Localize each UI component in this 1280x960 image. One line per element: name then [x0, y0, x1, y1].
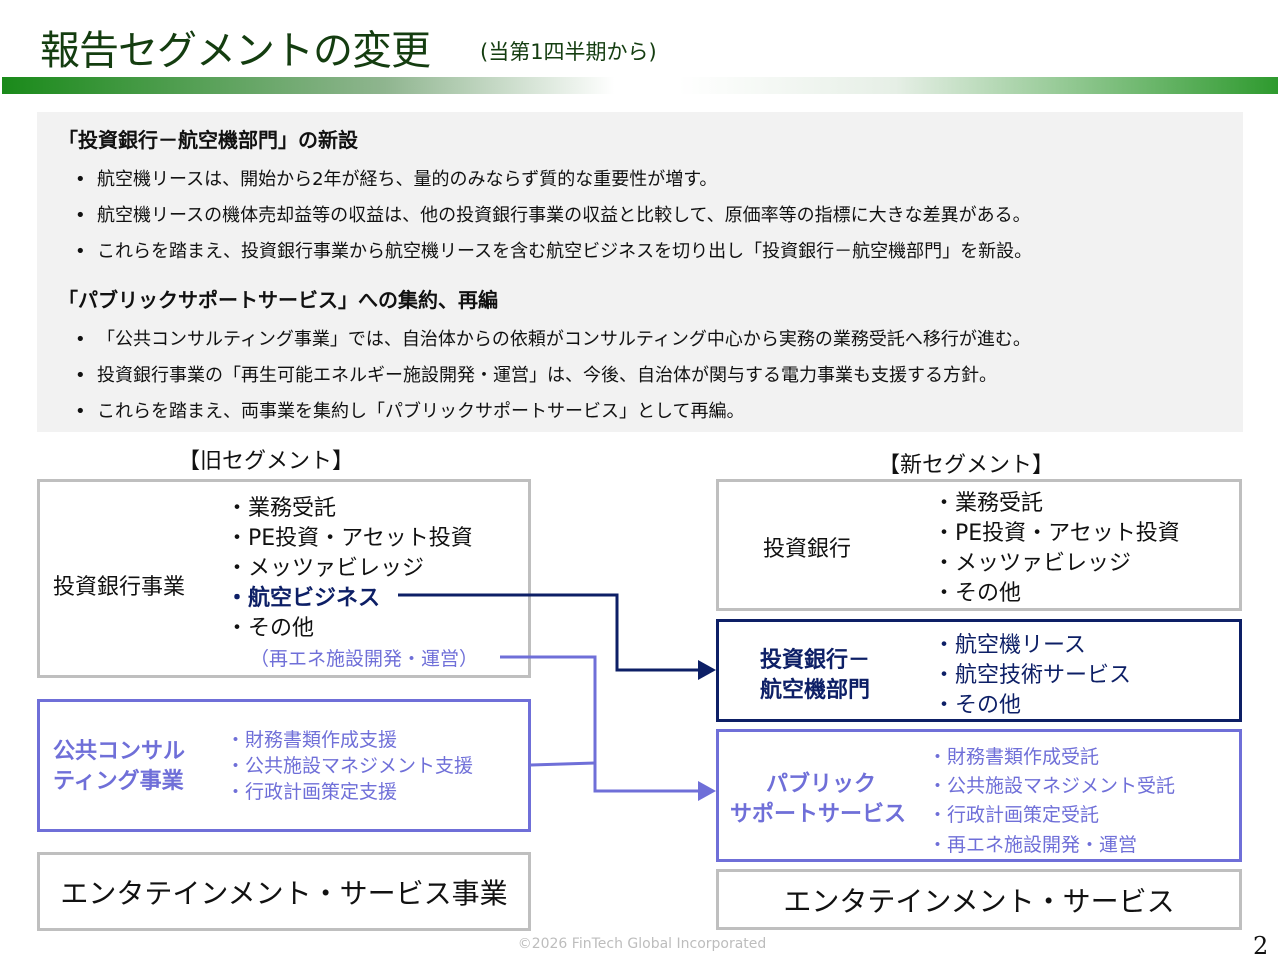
new-ib-name: 投資銀行	[763, 537, 852, 562]
new-ib-item: ・業務受託	[933, 491, 1044, 516]
page-title: 報告セグメントの変更	[40, 28, 431, 74]
old-ib-renewable: （再エネ施設開発・運営）	[250, 648, 479, 670]
section2-heading: 「パブリックサポートサービス」への集約、再編	[58, 288, 498, 312]
old-public-consulting-box	[37, 699, 531, 832]
public-consulting-connector	[530, 761, 596, 767]
new-segment-label: 【新セグメント】	[878, 453, 1055, 478]
summary-panel	[37, 112, 1243, 432]
list-item: •航空機リースは、開始から2年が経ち、量的のみならず質的な重要性が増す。	[75, 169, 718, 190]
new-air-name-2: 航空機部門	[760, 678, 871, 703]
new-pss-item: ・再エネ施設開発・運営	[928, 834, 1138, 856]
aviation-connector	[398, 593, 700, 672]
new-ib-item: ・その他	[933, 581, 1022, 606]
new-investment-banking-box	[716, 479, 1242, 611]
list-item: •これらを踏まえ、投資銀行事業から航空機リースを含む航空ビジネスを切り出し「投資…	[75, 241, 1033, 262]
aviation-arrow-icon	[698, 660, 716, 680]
new-pss-name-2: サポートサービス	[730, 802, 907, 827]
bullet-icon: •	[75, 169, 86, 190]
new-entertainment-box: エンタテインメント・サービス	[716, 869, 1242, 930]
old-segment-label: 【旧セグメント】	[178, 449, 355, 474]
renewable-connector	[500, 655, 700, 793]
old-pc-item: ・公共施設マネジメント支援	[226, 755, 474, 777]
bullet-icon: •	[75, 205, 86, 226]
old-ib-item: ・PE投資・アセット投資	[226, 526, 473, 551]
new-public-support-box	[716, 729, 1242, 862]
old-pc-name-2: ティング事業	[53, 769, 184, 794]
old-entertainment-box: エンタテインメント・サービス事業	[37, 852, 531, 931]
public-arrow-icon	[698, 781, 716, 801]
new-pss-item: ・公共施設マネジメント受託	[928, 775, 1176, 797]
new-pss-name-1: パブリック	[766, 772, 877, 797]
list-item: •これらを踏まえ、両事業を集約し「パブリックサポートサービス」として再編。	[75, 401, 745, 422]
page-subtitle: (当第1四半期から)	[480, 40, 657, 64]
bullet-icon: •	[75, 329, 86, 350]
old-pc-name-1: 公共コンサル	[53, 739, 186, 764]
old-ib-name: 投資銀行事業	[53, 575, 186, 600]
list-item: •「公共コンサルティング事業」では、自治体からの依頼がコンサルティング中心から実…	[75, 329, 1031, 350]
list-item: •投資銀行事業の「再生可能エネルギー施設開発・運営」は、今後、自治体が関与する電…	[75, 365, 997, 386]
new-air-item: ・航空機リース	[933, 633, 1086, 658]
new-ent-name: エンタテインメント・サービス	[783, 884, 1175, 918]
new-ib-item: ・PE投資・アセット投資	[933, 521, 1180, 546]
bullet-icon: •	[75, 401, 86, 422]
old-investment-banking-box	[37, 479, 531, 678]
bullet-icon: •	[75, 241, 86, 262]
old-ib-item: ・業務受託	[226, 496, 337, 521]
copyright: ©2026 FinTech Global Incorporated	[517, 936, 767, 952]
new-pss-item: ・行政計画策定受託	[928, 804, 1100, 826]
new-air-item: ・航空技術サービス	[933, 663, 1132, 688]
old-ib-item: ・メッツァビレッジ	[226, 556, 425, 581]
bullet-icon: •	[75, 365, 86, 386]
new-air-name-1: 投資銀行－	[760, 648, 871, 673]
page-number: 2	[1253, 932, 1269, 960]
list-item: •航空機リースの機体売却益等の収益は、他の投資銀行事業の収益と比較して、原価率等…	[75, 205, 1031, 226]
title-divider-bar	[2, 77, 1278, 94]
new-aviation-box	[716, 619, 1242, 722]
old-ent-name: エンタテインメント・サービス事業	[60, 876, 508, 910]
old-ib-item: ・その他	[226, 616, 315, 641]
new-ib-item: ・メッツァビレッジ	[933, 551, 1132, 576]
section1-heading: 「投資銀行－航空機部門」の新設	[58, 128, 358, 152]
old-pc-item: ・財務書類作成支援	[226, 729, 398, 751]
old-pc-item: ・行政計画策定支援	[226, 781, 398, 803]
new-air-item: ・その他	[933, 693, 1022, 718]
old-ib-item-aviation: ・航空ビジネス	[226, 586, 381, 611]
new-pss-item: ・財務書類作成受託	[928, 746, 1100, 768]
